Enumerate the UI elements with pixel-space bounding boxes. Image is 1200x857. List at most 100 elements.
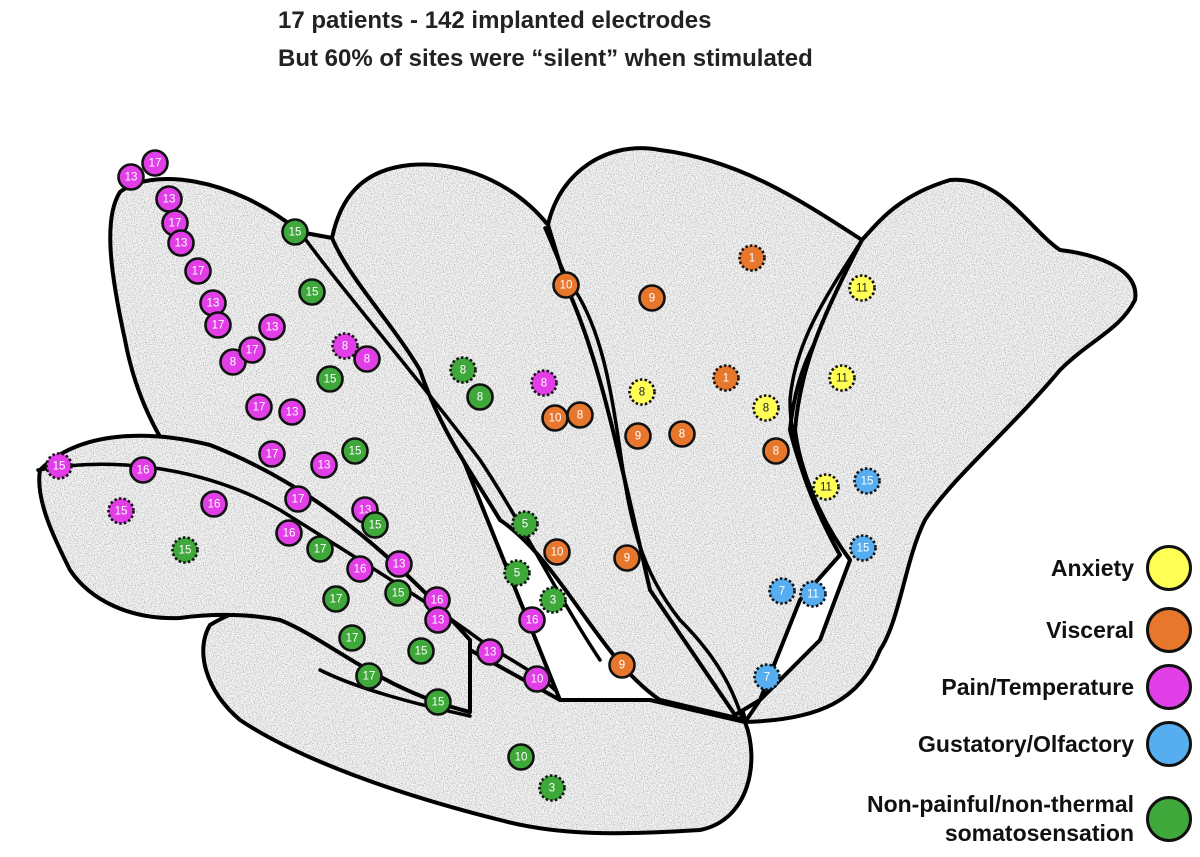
electrode-gustatory: 11 (799, 580, 827, 608)
electrode-dot (204, 311, 232, 339)
legend-item-gustatory: Gustatory/Olfactory (918, 719, 1192, 769)
legend-label-somato-line2: somatosensation (944, 820, 1134, 846)
electrode-dot (424, 688, 452, 716)
electrode-patient-label: 10 (549, 413, 562, 425)
electrode-dot (171, 536, 199, 564)
electrode-somato: 15 (281, 218, 309, 246)
electrode-dot (129, 456, 157, 484)
electrode-patient-label: 15 (53, 461, 66, 473)
electrode-patient-label: 3 (549, 783, 555, 795)
electrode-dot (385, 550, 413, 578)
electrode-patient-label: 8 (773, 446, 779, 458)
electrode-somato: 17 (306, 535, 334, 563)
legend-label-visceral: Visceral (1046, 616, 1134, 643)
electrode-patient-label: 17 (346, 633, 359, 645)
electrode-dot (539, 586, 567, 614)
electrode-patient-label: 8 (230, 357, 236, 369)
electrode-dot (752, 394, 780, 422)
electrode-somato: 17 (338, 624, 366, 652)
electrode-dot (608, 651, 636, 679)
electrode-somato: 3 (538, 774, 566, 802)
sulcus-5 (318, 668, 472, 718)
electrode-pain: 17 (141, 149, 169, 177)
legend-label-somato: Non-painful/non-thermal somatosensation (867, 790, 1134, 848)
electrode-patient-label: 10 (515, 752, 528, 764)
electrode-dot (167, 229, 195, 257)
electrode-visceral: 9 (613, 544, 641, 572)
electrode-somato: 5 (511, 510, 539, 538)
electrode-patient-label: 10 (551, 547, 564, 559)
electrode-dot (768, 577, 796, 605)
electrode-patient-label: 15 (392, 588, 405, 600)
electrode-patient-label: 13 (266, 322, 279, 334)
electrode-patient-label: 16 (137, 465, 150, 477)
electrode-dot (275, 519, 303, 547)
electrode-dot (117, 163, 145, 191)
legend-swatch-somato (1146, 796, 1192, 842)
electrode-dot (624, 422, 652, 450)
electrode-patient-label: 15 (369, 520, 382, 532)
electrode-patient-label: 15 (349, 446, 362, 458)
electrode-visceral: 9 (638, 284, 666, 312)
electrode-patient-label: 7 (764, 672, 770, 684)
electrode-dot (298, 278, 326, 306)
electrode-gustatory: 15 (849, 534, 877, 562)
electrode-patient-label: 11 (856, 283, 868, 295)
electrode-somato: 15 (341, 437, 369, 465)
electrode-patient-label: 13 (393, 559, 406, 571)
electrode-pain: 13 (278, 398, 306, 426)
electrode-dot (346, 555, 374, 583)
electrode-dot (712, 364, 740, 392)
legend-item-anxiety: Anxiety (1051, 543, 1192, 593)
electrode-patient-label: 8 (364, 354, 370, 366)
electrode-patient-label: 17 (192, 266, 205, 278)
electrode-pain: 13 (167, 229, 195, 257)
electrode-pain: 13 (258, 313, 286, 341)
electrode-dot (184, 257, 212, 285)
electrode-patient-label: 8 (763, 403, 769, 415)
electrode-patient-label: 15 (179, 545, 192, 557)
electrode-patient-label: 8 (477, 392, 483, 404)
electrode-somato: 15 (361, 511, 389, 539)
electrode-patient-label: 9 (649, 293, 655, 305)
electrode-dot (543, 538, 571, 566)
electrode-patient-label: 17 (330, 594, 343, 606)
electrode-dot (45, 452, 73, 480)
electrode-patient-label: 8 (639, 387, 645, 399)
electrode-dot (849, 534, 877, 562)
electrode-patient-label: 13 (163, 194, 176, 206)
electrode-patient-label: 10 (560, 280, 573, 292)
electrode-dot (384, 579, 412, 607)
electrode-gustatory: 7 (768, 577, 796, 605)
electrode-somato: 17 (355, 662, 383, 690)
legend-label-gustatory: Gustatory/Olfactory (918, 730, 1134, 757)
legend-label-pain: Pain/Temperature (941, 673, 1134, 700)
electrode-dot (361, 511, 389, 539)
electrode-patient-label: 13 (175, 238, 188, 250)
electrode-pain: 13 (476, 638, 504, 666)
electrode-patient-label: 1 (749, 253, 755, 265)
electrode-anxiety: 11 (812, 473, 840, 501)
electrode-pain: 13 (155, 185, 183, 213)
electrode-dot (638, 284, 666, 312)
electrode-pain: 17 (184, 257, 212, 285)
electrode-dot (799, 580, 827, 608)
electrode-patient-label: 15 (432, 697, 445, 709)
electrode-patient-label: 10 (531, 674, 544, 686)
electrode-dot (812, 473, 840, 501)
electrode-patient-label: 15 (324, 374, 337, 386)
electrode-pain: 16 (346, 555, 374, 583)
electrode-pain: 10 (523, 665, 551, 693)
electrode-visceral: 10 (552, 271, 580, 299)
electrode-somato: 8 (466, 383, 494, 411)
electrode-dot (668, 420, 696, 448)
legend-swatch-anxiety (1146, 545, 1192, 591)
electrode-pain: 13 (310, 451, 338, 479)
electrode-pain: 17 (238, 336, 266, 364)
electrode-dot (738, 244, 766, 272)
electrode-patient-label: 16 (354, 564, 367, 576)
electrode-dot (753, 663, 781, 691)
electrode-pain: 15 (45, 452, 73, 480)
